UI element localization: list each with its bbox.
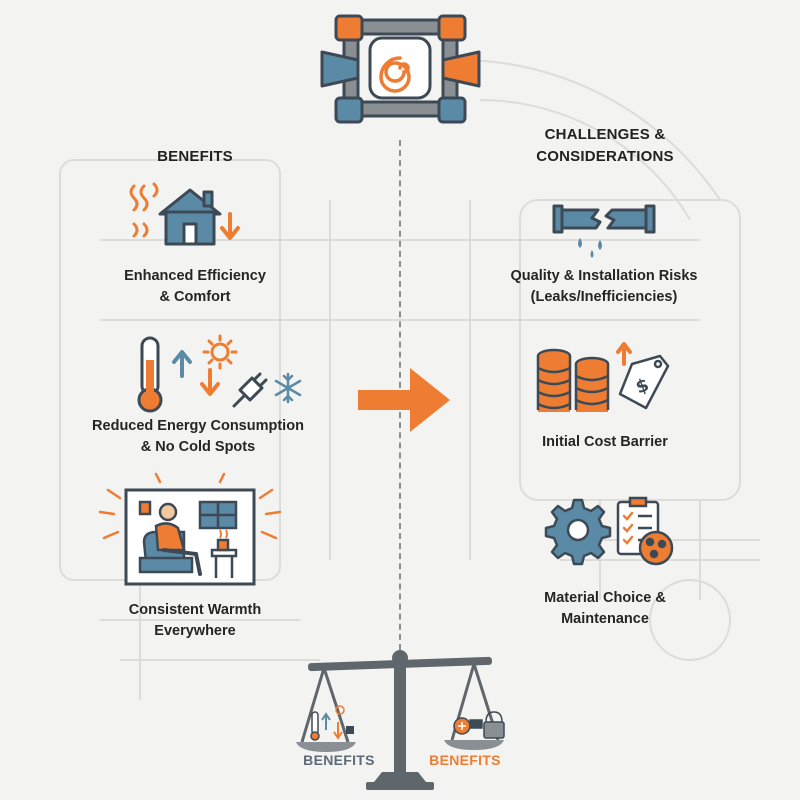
gear-checklist-icon (544, 496, 674, 566)
broken-pipe-icon (552, 204, 656, 258)
challenges-heading: CHALLENGES & CONSIDERATIONS (536, 126, 674, 165)
coins-price-tag-icon: $ (536, 342, 670, 412)
challenge-item-material: Material Choice & Maintenance (544, 590, 666, 627)
benefit-item-warmth: Consistent Warmth Everywhere (128, 602, 262, 639)
challenge-item-cost: Initial Cost Barrier (542, 434, 668, 450)
benefit-item-energy: Reduced Energy Consumption & No Cold Spo… (92, 418, 304, 455)
right-arrow-icon (358, 368, 450, 432)
benefits-heading: BENEFITS (157, 148, 233, 165)
scale-left-label: BENEFITS (303, 752, 375, 768)
house-heat-icon (129, 182, 240, 246)
person-relaxing-icon (98, 472, 282, 586)
benefit-item-efficiency: Enhanced Efficiency & Comfort (124, 268, 266, 305)
thermometer-energy-icon (137, 334, 302, 413)
balance-scale-icon (296, 650, 505, 790)
pipe-loop-icon (320, 14, 481, 124)
scale-right-label: BENEFITS (429, 752, 501, 768)
challenge-item-quality: Quality & Installation Risks (Leaks/Inef… (510, 268, 698, 305)
